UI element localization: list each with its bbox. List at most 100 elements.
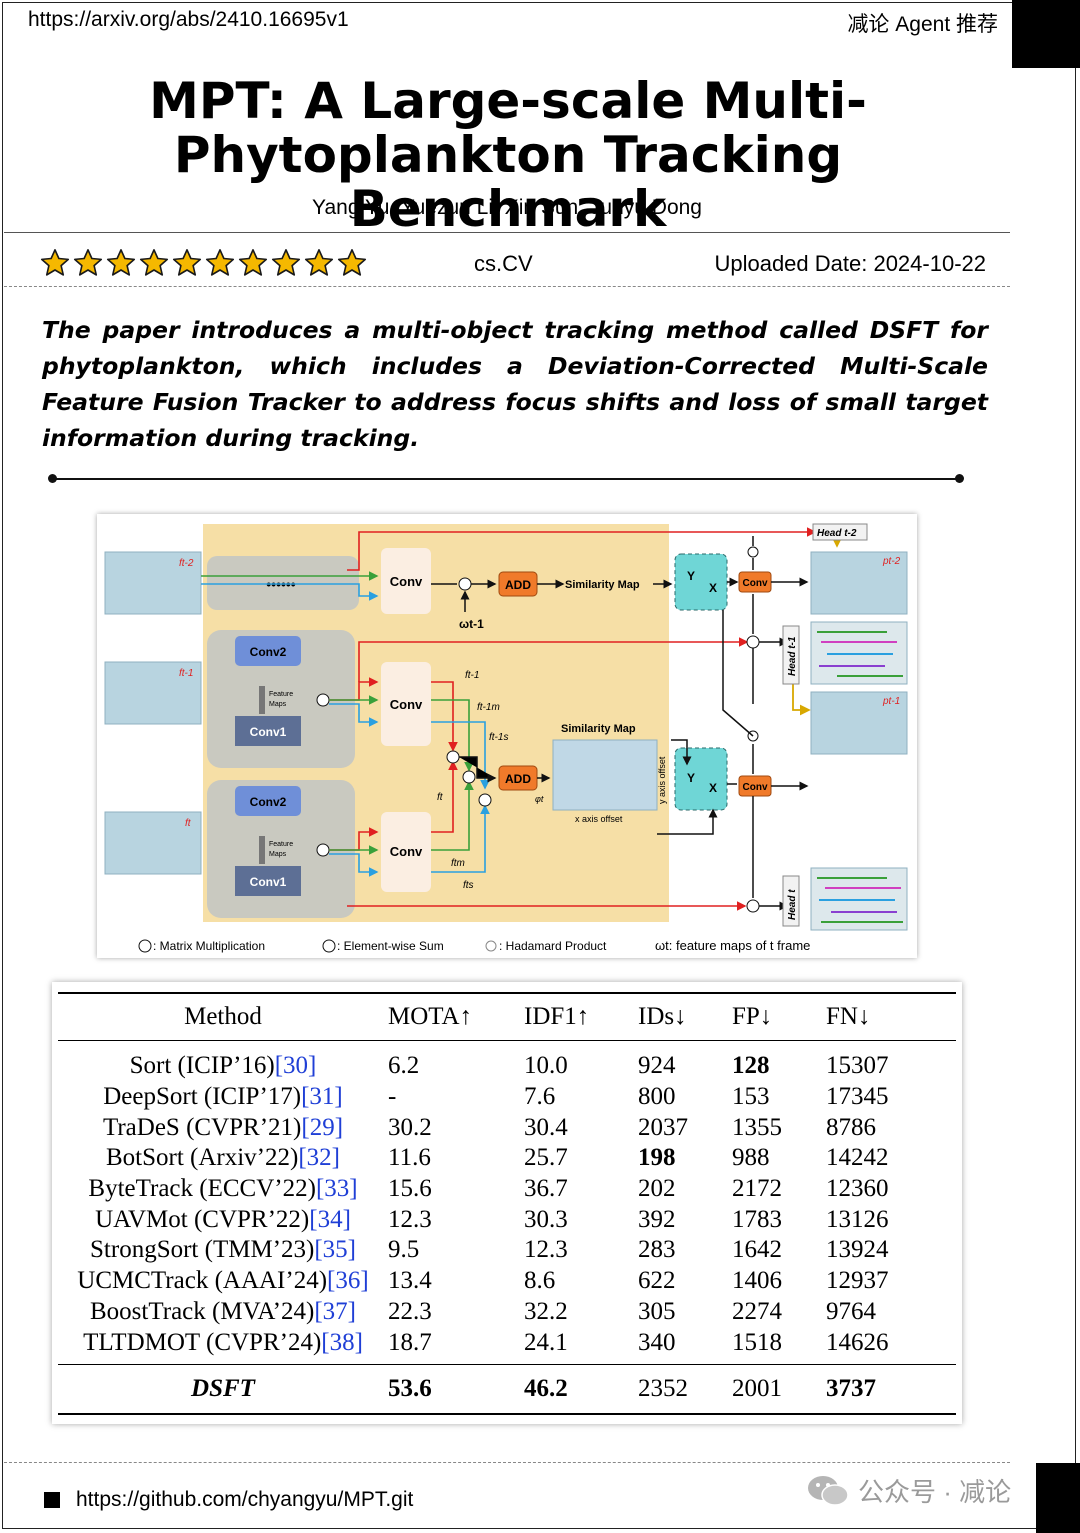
method-name: StrongSort (TMM’23) <box>90 1236 315 1264</box>
output-image-t1 <box>810 691 908 755</box>
add-label: ADD <box>505 772 531 786</box>
mota-cell: 15.6 <box>388 1175 432 1203</box>
feature-label: ft-1s <box>489 732 508 743</box>
legend-matrix: : Matrix Multiplication <box>153 939 265 953</box>
y-offset-label: y axis offset <box>657 756 667 804</box>
divider <box>4 232 1010 233</box>
star-icon <box>139 249 169 276</box>
ids-cell: 392 <box>638 1205 676 1233</box>
conv-block-t1 <box>381 662 431 746</box>
mota-cell: 6.2 <box>388 1052 420 1080</box>
fn-cell: 13924 <box>826 1236 889 1264</box>
brand-label: 减论 Agent 推荐 <box>847 13 998 36</box>
method-cell: DeepSort (ICIP’17)[31] <box>58 1082 388 1113</box>
fp-cell: 2001 <box>732 1374 782 1402</box>
p-label-t1: pt-1 <box>882 696 900 707</box>
fn-cell: 13126 <box>826 1205 889 1233</box>
mota-cell: 22.3 <box>388 1297 432 1325</box>
citation-link[interactable]: [35] <box>314 1236 356 1264</box>
citation-link[interactable]: [37] <box>314 1297 356 1325</box>
conv1-label: Conv1 <box>250 725 287 739</box>
results-table-card: Method MOTA↑ IDF1↑ IDs↓ FP↓ FN↓ Sort (IC… <box>52 982 962 1424</box>
feature-label: ft-1 <box>465 670 479 681</box>
idf1-cell: 24.1 <box>524 1328 568 1356</box>
method-name: UCMCTrack (AAAI’24) <box>77 1267 328 1295</box>
frame-block-t2 <box>207 556 359 610</box>
wechat-icon <box>808 1475 849 1506</box>
fn-cell: 8786 <box>826 1113 876 1141</box>
similarity-map-image <box>552 739 658 811</box>
conv-block-t <box>381 812 431 892</box>
watermark-text: 公众号 · 减论 <box>858 1477 1012 1507</box>
offset-block-top <box>674 553 728 611</box>
head-t-label: Head t <box>787 889 798 920</box>
feature-arrow <box>259 686 265 714</box>
method-cell: ByteTrack (ECCV’22)[33] <box>58 1174 388 1205</box>
offset-block-mid <box>674 747 728 811</box>
conv-label: Conv <box>390 697 423 712</box>
sum-legend-icon <box>322 939 336 953</box>
similarity-map-label: Similarity Map <box>561 723 636 735</box>
idf1-cell: 32.2 <box>524 1297 568 1325</box>
omega-label: ωt-1 <box>459 617 484 631</box>
fp-cell: 1355 <box>732 1113 782 1141</box>
conv-label: Conv <box>390 844 423 859</box>
ids-cell: 305 <box>638 1297 676 1325</box>
section-divider <box>52 478 960 480</box>
mota-cell: - <box>388 1083 397 1111</box>
method-name: Sort (ICIP’16) <box>129 1052 275 1080</box>
method-name: ByteTrack (ECCV’22) <box>88 1175 316 1203</box>
arxiv-url[interactable]: https://arxiv.org/abs/2410.16695v1 <box>28 8 349 31</box>
citation-link[interactable]: [38] <box>321 1328 363 1356</box>
feature-label: fts <box>463 880 474 891</box>
citation-link[interactable]: [31] <box>301 1083 343 1111</box>
table-row: TLTDMOT (CVPR’24)[38] 18.7 24.1 340 1518 1462… <box>58 1327 956 1364</box>
ids-cell: 340 <box>638 1328 676 1356</box>
ids-cell: 202 <box>638 1175 676 1203</box>
divider <box>4 1462 1010 1463</box>
mota-cell: 18.7 <box>388 1328 432 1356</box>
citation-link[interactable]: [33] <box>315 1175 358 1203</box>
citation-link[interactable]: [30] <box>274 1052 317 1080</box>
conv1-block <box>235 716 301 746</box>
citation-link[interactable]: [36] <box>327 1267 369 1295</box>
mota-cell: 12.3 <box>388 1205 432 1233</box>
paper-authors: Yang Yu, Yuezun Li, Xin Sun, Junyu Dong <box>312 196 702 219</box>
citation-link[interactable]: [29] <box>301 1113 344 1141</box>
conv-block-t2 <box>381 548 431 614</box>
fp-cell: 988 <box>732 1144 770 1172</box>
sum-node <box>316 693 330 707</box>
citation-link[interactable]: [34] <box>309 1205 351 1233</box>
corner-block <box>1036 1463 1080 1533</box>
small-conv-label: Conv <box>743 578 768 589</box>
fn-cell: 14626 <box>826 1328 889 1356</box>
similarity-map-label: Similarity Map <box>565 579 640 591</box>
idf1-cell: 30.3 <box>524 1205 568 1233</box>
idf1-cell: 36.7 <box>524 1175 568 1203</box>
method-cell: DSFT <box>191 1374 255 1402</box>
add-label: ADD <box>505 578 531 592</box>
frame-image-t <box>104 811 202 875</box>
divider-dot <box>955 474 964 483</box>
architecture-figure: •••••• ft-2 ft-1 ft Conv2 Conv1 Feature … <box>97 514 917 958</box>
divider <box>4 286 1010 287</box>
github-link[interactable]: https://github.com/chyangyu/MPT.git <box>76 1488 414 1511</box>
ids-cell: 2352 <box>638 1374 688 1402</box>
method-cell: StrongSort (TMM’23)[35] <box>58 1235 388 1266</box>
feature-maps-label: Maps <box>269 701 287 708</box>
feature-maps-label: Maps <box>269 851 287 858</box>
fp-cell: 1518 <box>732 1328 782 1356</box>
sum-node <box>746 899 760 913</box>
fn-cell: 12360 <box>826 1175 889 1203</box>
citation-link[interactable]: [32] <box>298 1144 340 1172</box>
ids-cell: 283 <box>638 1236 676 1264</box>
phi-label: φt <box>535 794 544 804</box>
paper-title: MPT: A Large-scale Multi-Phytoplankton T… <box>149 72 867 238</box>
method-name: TLTDMOT (CVPR’24) <box>83 1328 322 1356</box>
feature-maps-label: Feature <box>269 691 293 698</box>
fn-cell: 12937 <box>826 1267 889 1295</box>
